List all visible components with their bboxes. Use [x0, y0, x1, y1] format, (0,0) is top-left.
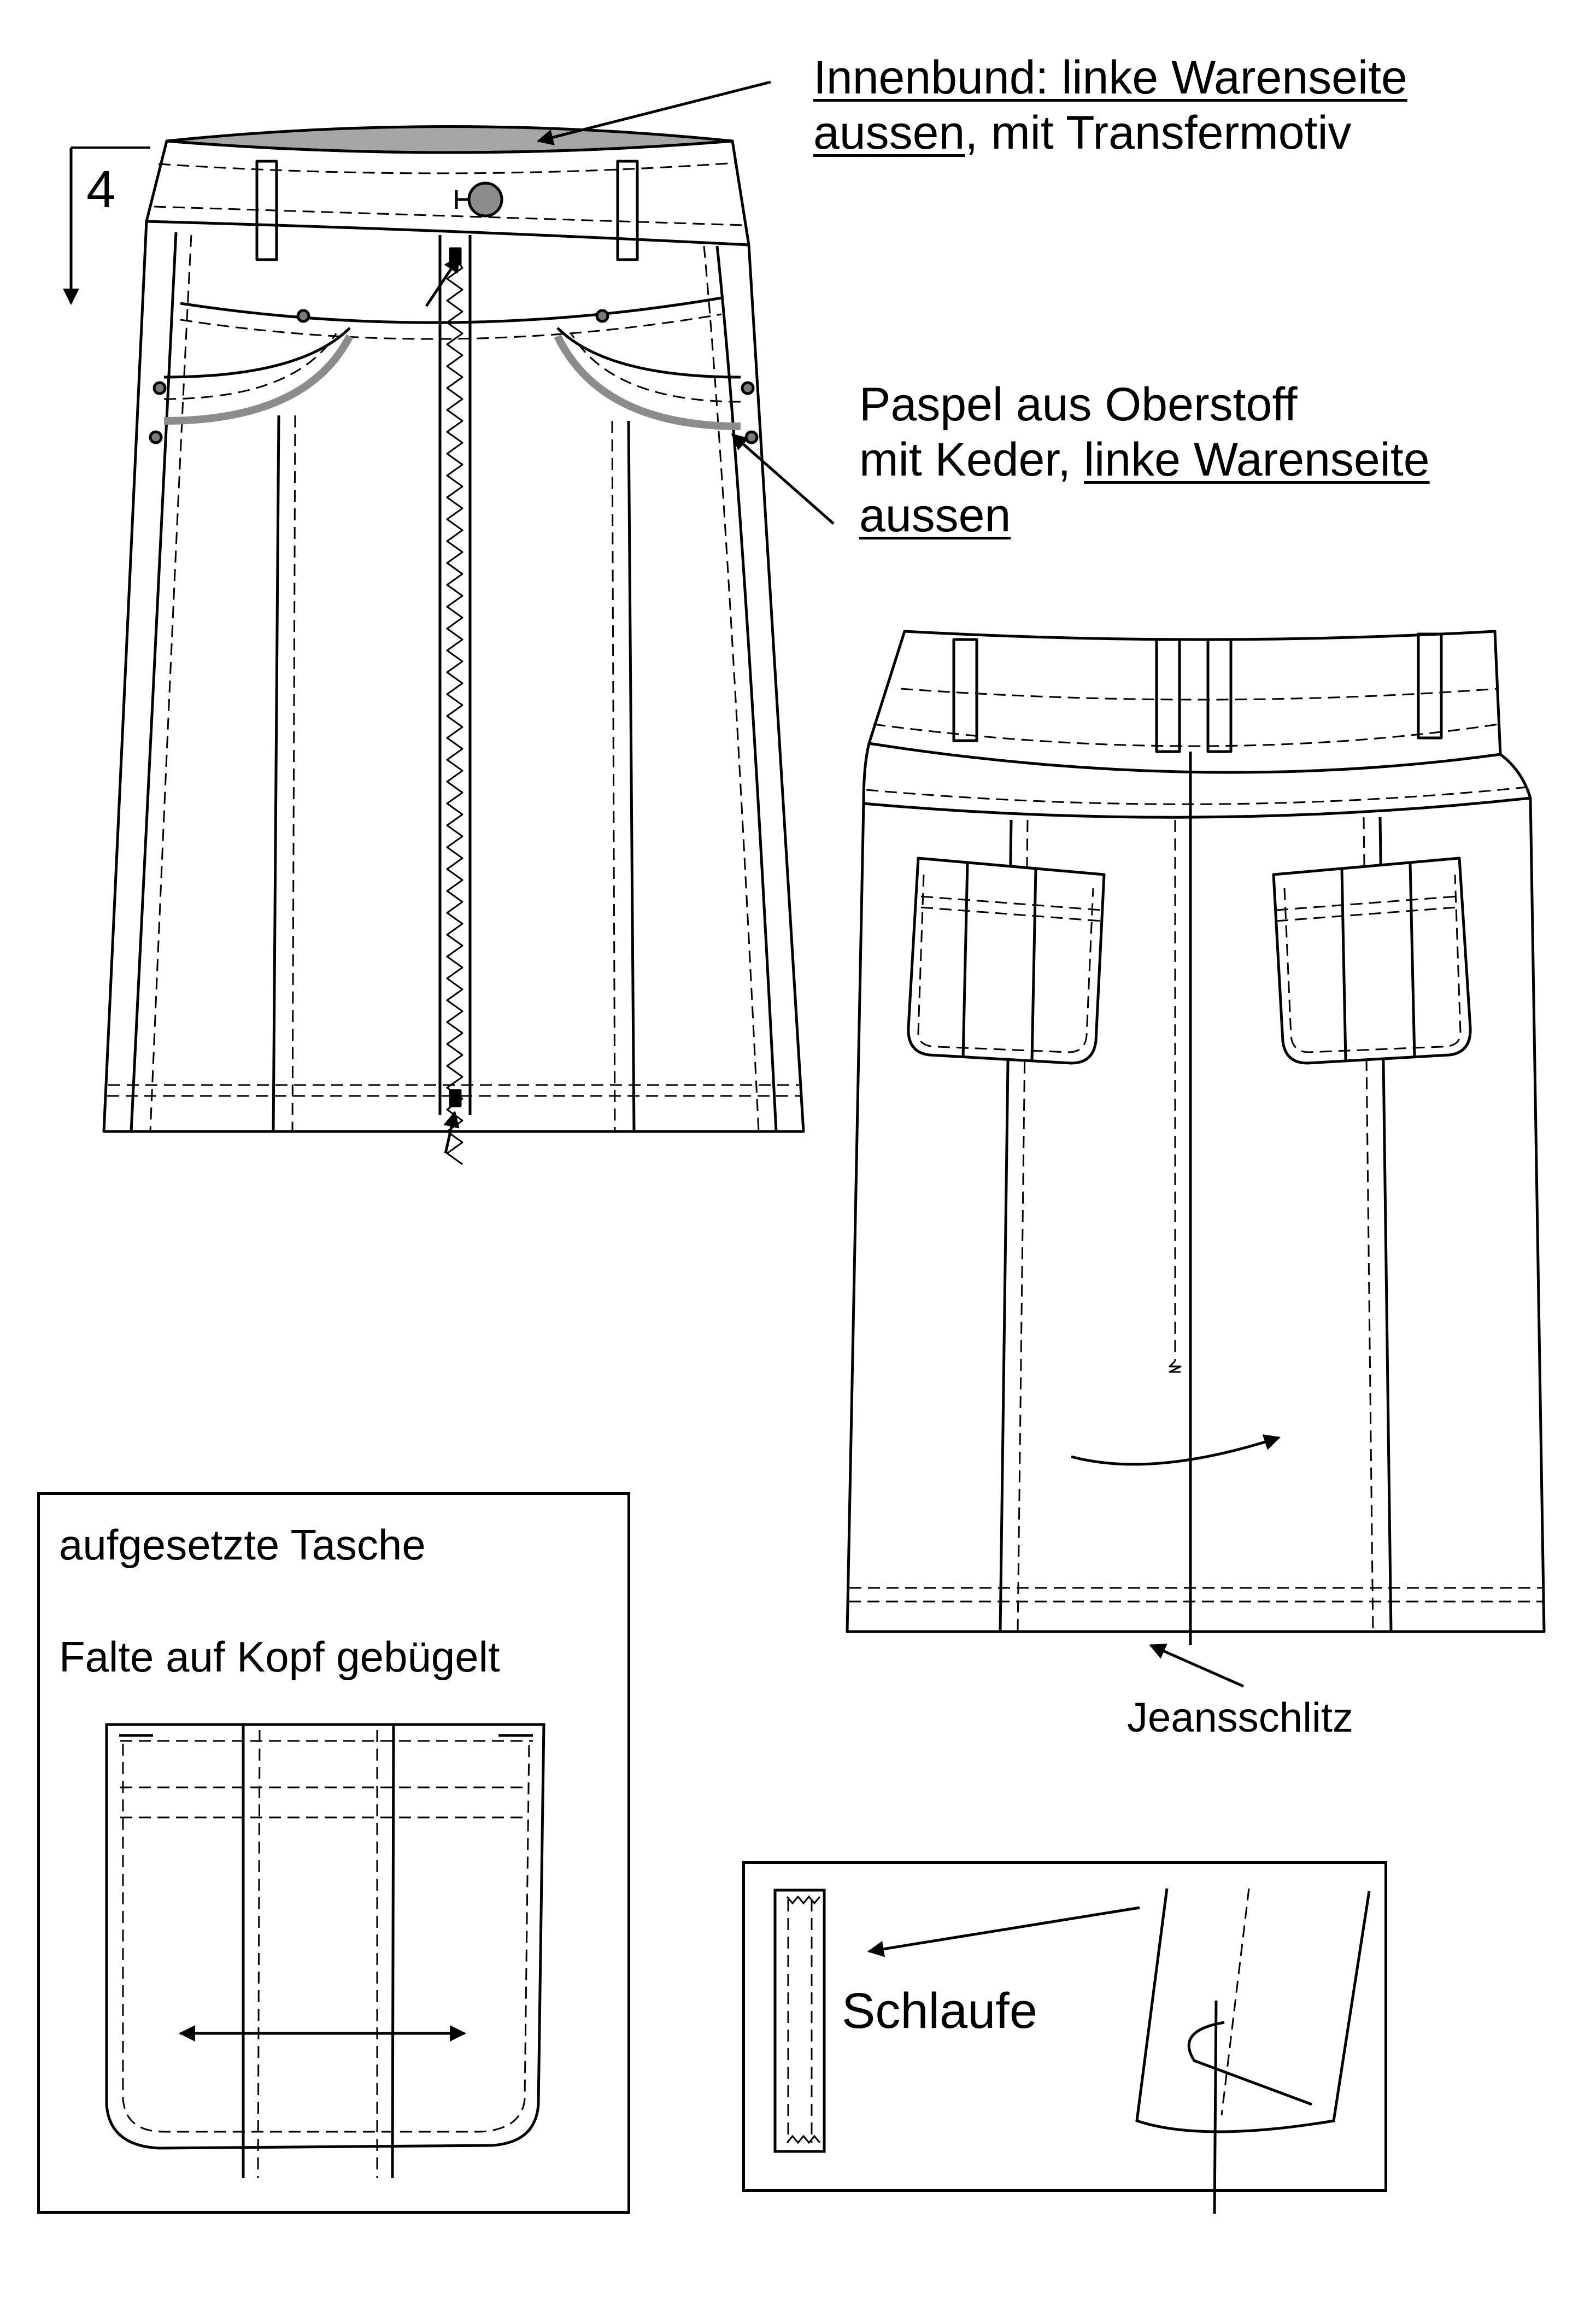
waistband-note: Innenbund: linke Warenseite aussen, mit … — [813, 50, 1407, 161]
overlap-arrow — [1071, 1434, 1281, 1466]
inner-waistband — [165, 125, 734, 154]
jeans-slit-label: Jeansschlitz — [1127, 1694, 1353, 1741]
step-marker — [63, 146, 150, 305]
belt-loop-back-4 — [1417, 632, 1443, 740]
zipper — [446, 256, 463, 1165]
back-pocket-left — [907, 857, 1106, 1065]
pleat-note: Falte auf Kopf gebügelt — [59, 1633, 500, 1681]
belt-loop-detail-drawing — [773, 1888, 1371, 2214]
jeans-slit — [847, 1632, 1190, 1645]
annotation-arrows-front — [425, 80, 835, 1154]
jeans-slit-arrow — [1149, 1644, 1245, 1688]
belt-loop-back-2 — [1155, 638, 1181, 753]
waistband-note-line1: Innenbund: linke Warenseite — [813, 51, 1407, 104]
piping-note-line3: aussen — [859, 489, 1011, 542]
step-number: 4 — [86, 160, 116, 219]
front-skirt-body — [102, 221, 805, 1133]
front-waistband — [145, 139, 750, 247]
back-pocket-right — [1272, 857, 1472, 1065]
piping-note-line2-underlined: linke Warenseite — [1084, 433, 1430, 486]
belt-loop-label: Schlaufe — [842, 1983, 1038, 2039]
belt-loop-back-3 — [1206, 638, 1233, 753]
patch-pocket-panel — [37, 1492, 630, 2214]
skirt-front-view — [102, 125, 805, 1165]
belt-loop-front-left — [255, 160, 278, 261]
skirt-back-view — [846, 630, 1546, 1688]
button — [467, 181, 503, 218]
patch-pocket-title: aufgesetzte Tasche — [59, 1521, 426, 1569]
piping-note-line2a: mit Keder, — [859, 433, 1084, 486]
waistband-note-rest: , mit Transfermotiv — [965, 107, 1352, 160]
back-skirt-body — [846, 797, 1546, 1633]
front-pocket-left — [163, 327, 351, 379]
front-pocket-right — [556, 327, 741, 379]
piping-note-line1: Paspel aus Oberstoff — [859, 378, 1298, 431]
back-waistband — [867, 630, 1502, 774]
belt-loop-front-right — [616, 160, 639, 261]
piping-note: Paspel aus Oberstoff mit Keder, linke Wa… — [859, 377, 1430, 543]
pocket-detail-drawing — [105, 1723, 545, 2179]
belt-loop-panel — [742, 1861, 1387, 2192]
belt-loop-back-1 — [952, 638, 978, 742]
waistband-note-underlined: aussen — [813, 107, 965, 160]
